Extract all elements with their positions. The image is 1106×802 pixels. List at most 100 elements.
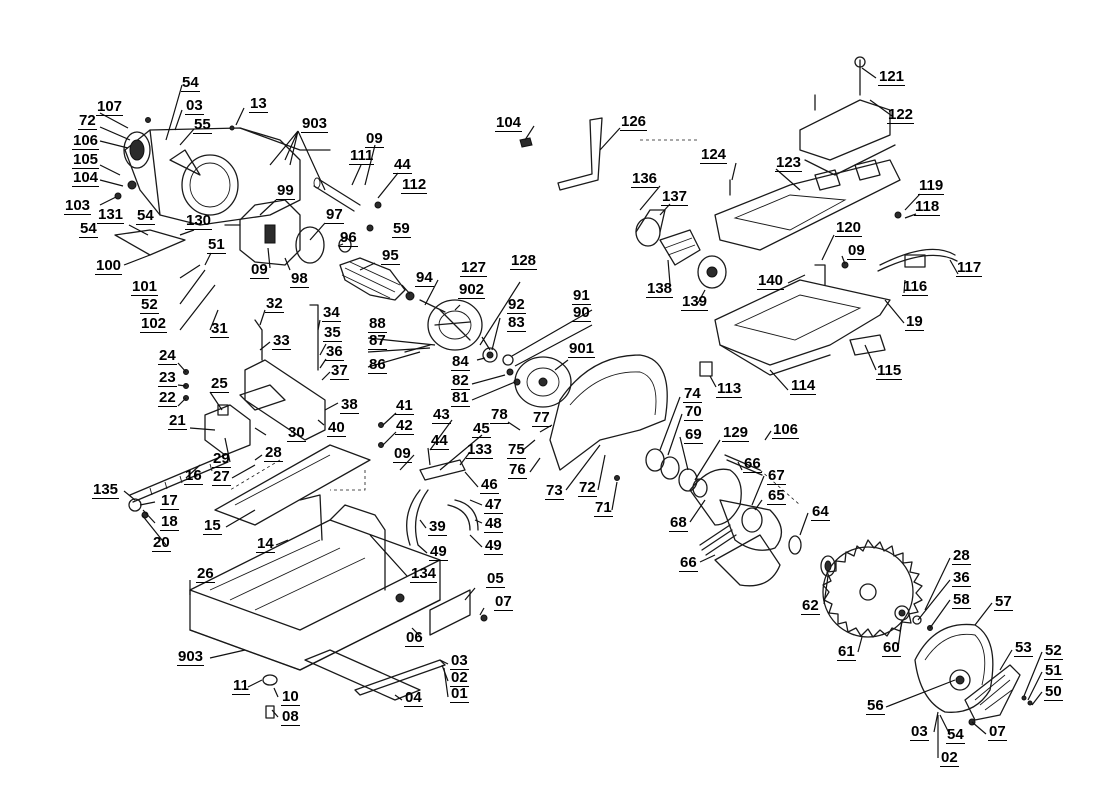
callout-102: 102 [140, 315, 168, 333]
callout-48: 48 [484, 515, 503, 533]
saw-blade-61 [822, 539, 923, 638]
allen-key-126 [519, 117, 603, 191]
motor-housing [124, 127, 331, 226]
callout-29: 29 [212, 450, 231, 468]
callout-90: 90 [572, 304, 591, 322]
callout-84: 84 [451, 353, 470, 371]
flanges-69-74 [645, 448, 708, 498]
callout-72: 72 [578, 479, 597, 497]
callout-21: 21 [168, 412, 187, 430]
callout-51: 51 [207, 236, 226, 254]
callout-32: 32 [265, 295, 284, 313]
rear-cap-107 [123, 131, 151, 169]
callout-33: 33 [272, 332, 291, 350]
callout-123: 123 [775, 154, 803, 172]
callout-81: 81 [451, 389, 470, 407]
tube-111 [313, 177, 361, 212]
callout-901: 901 [568, 340, 596, 358]
callout-104: 104 [72, 169, 100, 187]
callout-95: 95 [381, 247, 400, 265]
callout-903: 903 [177, 648, 205, 666]
callout-137: 137 [661, 188, 689, 206]
callout-37: 37 [330, 362, 349, 380]
callout-104: 104 [495, 114, 523, 132]
callout-139: 139 [681, 293, 709, 311]
handle-frame-123 [714, 159, 901, 251]
callout-136: 136 [631, 170, 659, 188]
callout-11: 11 [232, 677, 250, 695]
callout-34: 34 [322, 304, 341, 322]
callout-94: 94 [415, 269, 434, 287]
callout-17: 17 [160, 492, 179, 510]
fence-30 [239, 304, 326, 441]
callout-101: 101 [131, 278, 159, 296]
callout-128: 128 [510, 252, 538, 270]
callout-87: 87 [368, 332, 387, 350]
callout-76: 76 [508, 461, 527, 479]
callout-97: 97 [325, 206, 344, 224]
callout-56: 56 [866, 697, 885, 715]
callout-124: 124 [700, 146, 728, 164]
callout-62: 62 [801, 597, 820, 615]
callout-106: 106 [72, 132, 100, 150]
base-plate-04 [304, 589, 471, 701]
callout-09: 09 [365, 130, 384, 148]
base-903 [189, 494, 441, 671]
callout-100: 100 [95, 257, 123, 275]
callout-02: 02 [450, 669, 469, 687]
callout-107: 107 [96, 98, 124, 116]
callout-83: 83 [507, 314, 526, 332]
callout-135: 135 [92, 481, 120, 499]
callout-54: 54 [79, 220, 98, 238]
callout-69: 69 [684, 426, 703, 444]
callout-03: 03 [185, 97, 204, 115]
callout-103: 103 [64, 197, 92, 215]
callout-22: 22 [158, 389, 177, 407]
callout-15: 15 [203, 517, 222, 535]
callout-43: 43 [432, 406, 451, 424]
callout-91: 91 [572, 287, 591, 305]
callout-114: 114 [790, 377, 817, 395]
callout-52: 52 [140, 296, 159, 314]
callout-03: 03 [910, 723, 929, 741]
callout-31: 31 [210, 320, 229, 338]
callout-41: 41 [395, 397, 414, 415]
callout-117: 117 [956, 259, 983, 277]
callout-30: 30 [287, 424, 306, 442]
callout-24: 24 [158, 347, 177, 365]
callout-09: 09 [393, 445, 412, 463]
callout-96: 96 [339, 229, 358, 247]
callout-111: 111 [349, 147, 375, 165]
callout-35: 35 [323, 324, 342, 342]
callout-127: 127 [460, 259, 488, 277]
callout-116: 116 [902, 278, 929, 296]
callout-66: 66 [679, 554, 698, 572]
callout-119: 119 [918, 177, 945, 195]
leader-lines [99, 67, 1043, 758]
callout-74: 74 [683, 385, 702, 403]
callout-54: 54 [946, 726, 965, 744]
callout-78: 78 [490, 406, 509, 424]
callout-65: 65 [767, 487, 786, 505]
callout-44: 44 [430, 432, 449, 450]
callout-44: 44 [393, 156, 412, 174]
callout-126: 126 [620, 113, 648, 131]
callout-122: 122 [887, 106, 915, 124]
callout-36: 36 [952, 569, 971, 587]
cover-plate-53 [964, 664, 1033, 726]
callout-99: 99 [276, 182, 295, 200]
callout-09: 09 [847, 242, 866, 260]
callout-115: 115 [876, 362, 903, 380]
angle-quadrant [378, 422, 479, 546]
callout-66: 66 [743, 455, 762, 473]
callout-28: 28 [952, 547, 971, 565]
callout-13: 13 [249, 95, 268, 113]
callout-01: 01 [450, 685, 469, 703]
callout-52: 52 [1044, 642, 1063, 660]
callout-82: 82 [451, 372, 470, 390]
callout-54: 54 [181, 74, 200, 92]
callout-28: 28 [264, 444, 283, 462]
callout-23: 23 [158, 369, 177, 387]
callout-09: 09 [250, 261, 269, 279]
